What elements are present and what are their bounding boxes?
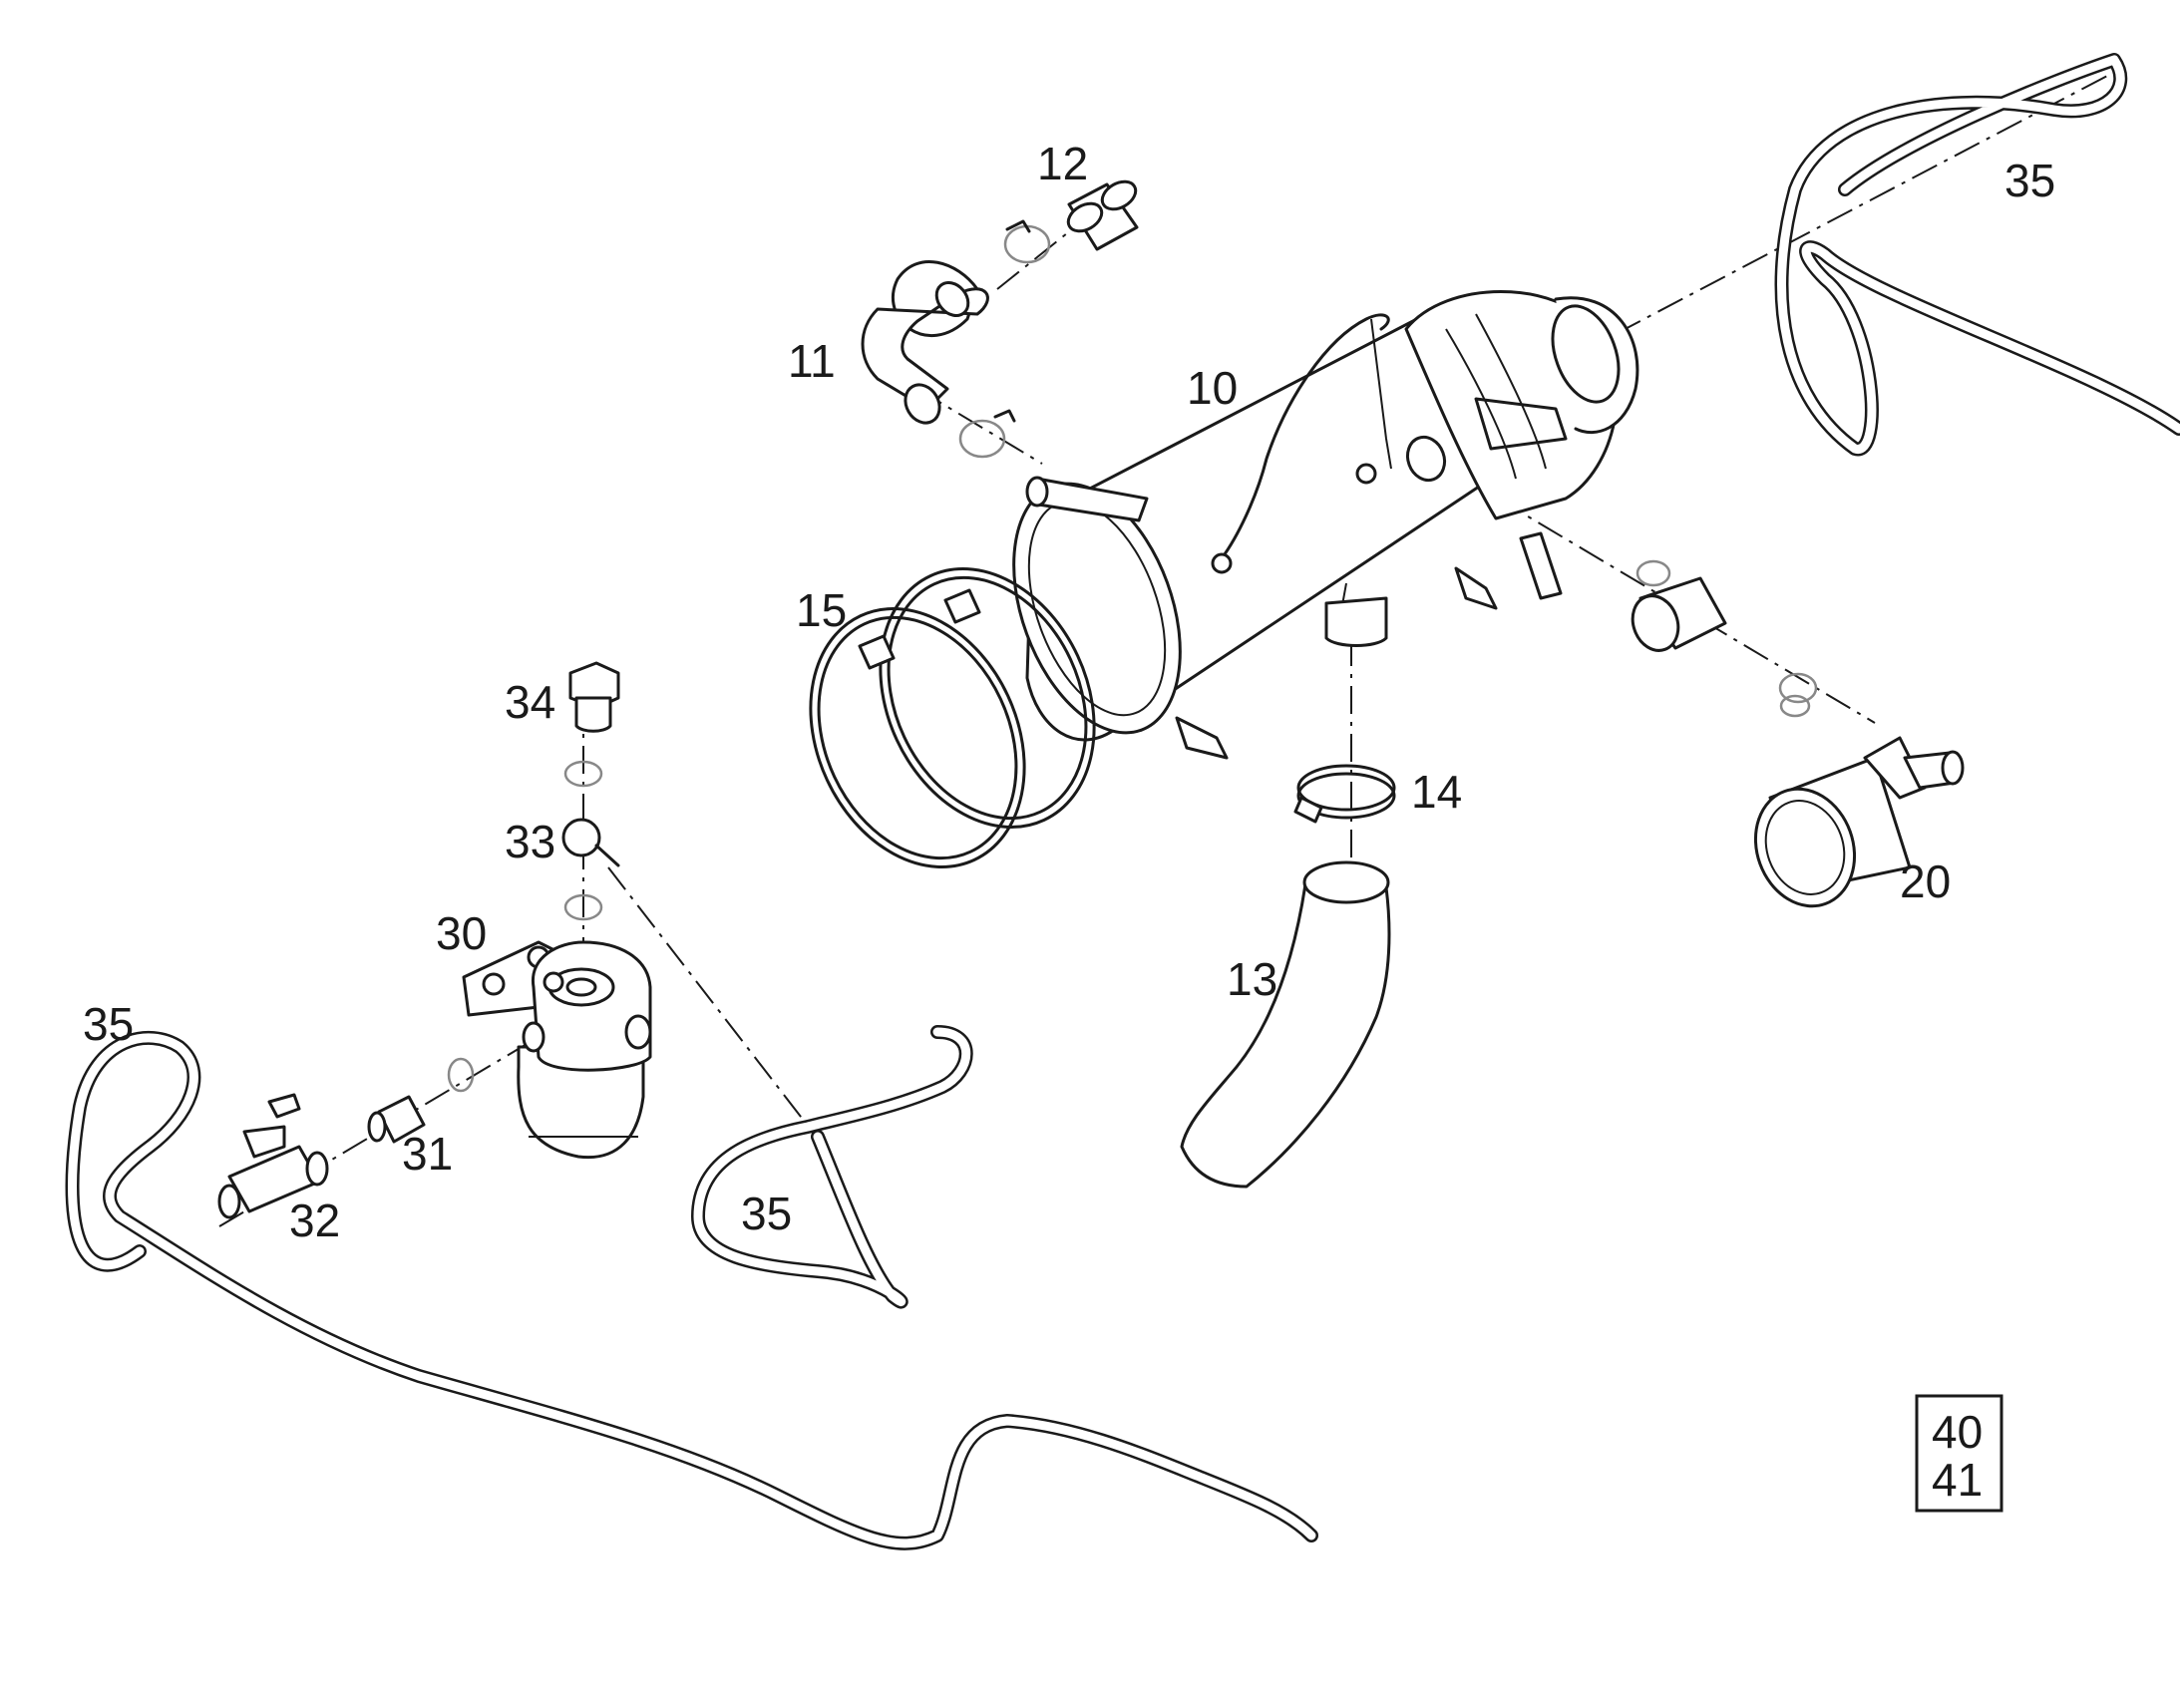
elbow-hose-11 xyxy=(861,260,989,425)
banjo-bolt-34 xyxy=(568,661,620,733)
label-part-35-left: 35 xyxy=(83,998,134,1050)
silencer-20 xyxy=(1631,559,1965,908)
label-part-35-middle: 35 xyxy=(741,1188,792,1239)
label-part-13: 13 xyxy=(1227,953,1277,1005)
label-part-14: 14 xyxy=(1411,766,1462,818)
nipple-12 xyxy=(1066,179,1139,251)
banjo-fitting-33 xyxy=(561,818,620,867)
band-clamps-15 xyxy=(809,567,1096,868)
label-part-12: 12 xyxy=(1037,138,1088,189)
callout-labels: 10 11 12 13 14 15 20 30 31 32 33 34 35 3… xyxy=(83,138,2055,1246)
seal-rings xyxy=(447,760,603,1093)
hose-35-middle xyxy=(691,1025,973,1309)
hose-35-lower-left xyxy=(65,1030,1318,1550)
reference-box-line-2: 41 xyxy=(1932,1454,1983,1506)
heater-body-10 xyxy=(1012,290,1639,760)
fuel-filter-30 xyxy=(462,940,652,1160)
label-part-35-upper-right: 35 xyxy=(2004,155,2055,206)
hose-35-upper-right xyxy=(1774,53,2180,457)
label-part-10: 10 xyxy=(1187,362,1238,414)
ball-valve-32 xyxy=(217,1093,329,1219)
clamp-upper xyxy=(1003,219,1051,264)
label-part-20: 20 xyxy=(1900,855,1951,907)
label-part-30: 30 xyxy=(436,907,487,959)
fitting-31 xyxy=(367,1095,426,1144)
reference-box-line-1: 40 xyxy=(1932,1406,1983,1458)
label-part-15: 15 xyxy=(796,584,847,636)
hose-13 xyxy=(1180,860,1391,1189)
clamp-middle xyxy=(958,409,1016,459)
label-part-32: 32 xyxy=(289,1195,340,1246)
label-part-31: 31 xyxy=(402,1128,453,1180)
label-part-33: 33 xyxy=(505,816,555,867)
label-part-34: 34 xyxy=(505,676,555,728)
reference-box: 40 41 xyxy=(1915,1394,2003,1513)
clamp-14 xyxy=(1293,764,1396,824)
label-part-11: 11 xyxy=(788,335,836,387)
